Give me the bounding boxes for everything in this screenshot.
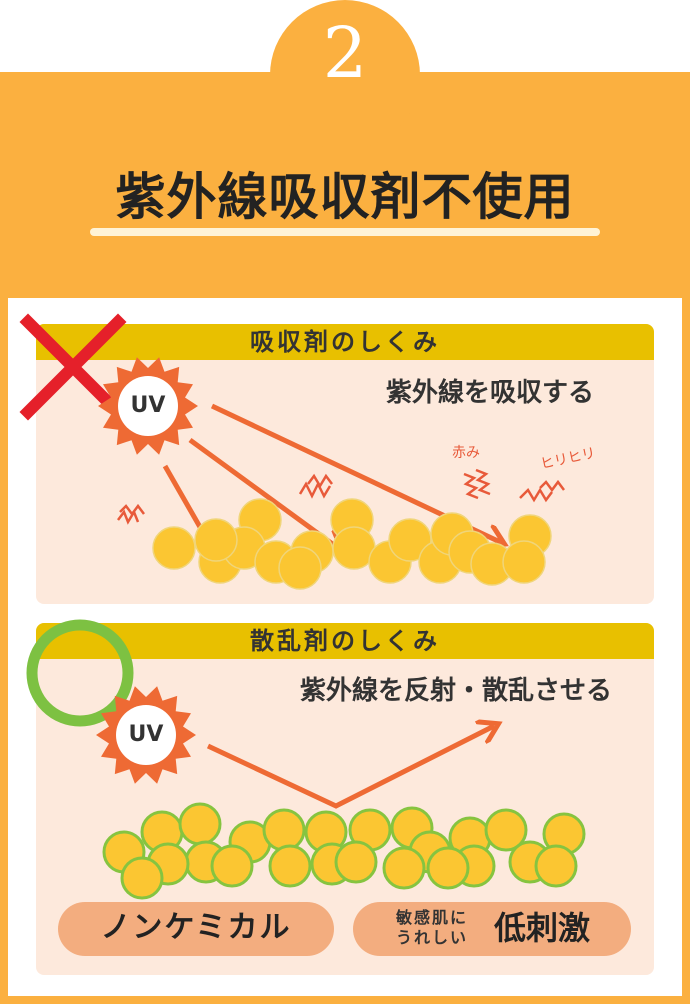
redness-note: 赤み <box>452 445 480 461</box>
skin-cell <box>278 546 322 590</box>
absorber-subtitle: 紫外線を吸収する <box>386 378 595 408</box>
skin-cells-scatter <box>102 802 586 900</box>
skin-cell <box>262 808 306 852</box>
skin-cell <box>388 518 432 562</box>
skin-cell <box>210 844 254 888</box>
skin-cell <box>382 846 426 890</box>
irritation-marks <box>117 468 565 525</box>
skin-cell <box>178 802 222 846</box>
absorber-heading: 吸収剤のしくみ <box>36 324 654 360</box>
cross-icon <box>19 313 127 421</box>
skin-cell <box>268 844 312 888</box>
non-chemical-badge <box>58 902 334 956</box>
ok-circle-icon <box>26 619 134 727</box>
uv-label-absorber: UV <box>130 393 166 418</box>
reflected-ray-arrow <box>206 726 494 809</box>
skin-cell <box>534 844 578 888</box>
low-irritation-badge <box>353 902 631 956</box>
skin-cell <box>152 526 196 570</box>
step-number-circle <box>270 0 420 150</box>
skin-cell <box>194 518 238 562</box>
scatter-subtitle: 紫外線を反射・散乱させる <box>300 676 613 706</box>
skin-cell <box>426 846 470 890</box>
sun-icon-absorber <box>98 357 198 455</box>
non-chemical-label: ノンケミカル <box>100 910 292 945</box>
low-irritation-label: 低刺激 <box>494 909 591 947</box>
skin-cell <box>502 540 546 584</box>
page-title: 紫外線吸収剤不使用 <box>115 168 575 226</box>
gentle-line-1: 敏感肌に <box>395 908 468 927</box>
scatter-heading: 散乱剤のしくみ <box>36 623 654 659</box>
sun-icon-scatter <box>96 686 196 784</box>
skin-cell <box>484 808 528 852</box>
gentle-line-2: うれしい <box>395 928 468 947</box>
uv-label-scatter: UV <box>128 722 164 747</box>
title-underline <box>90 228 600 236</box>
skin-cell <box>120 856 164 900</box>
skin-cells-absorber <box>152 498 552 590</box>
step-number: 2 <box>322 12 368 94</box>
skin-cell <box>334 840 378 884</box>
